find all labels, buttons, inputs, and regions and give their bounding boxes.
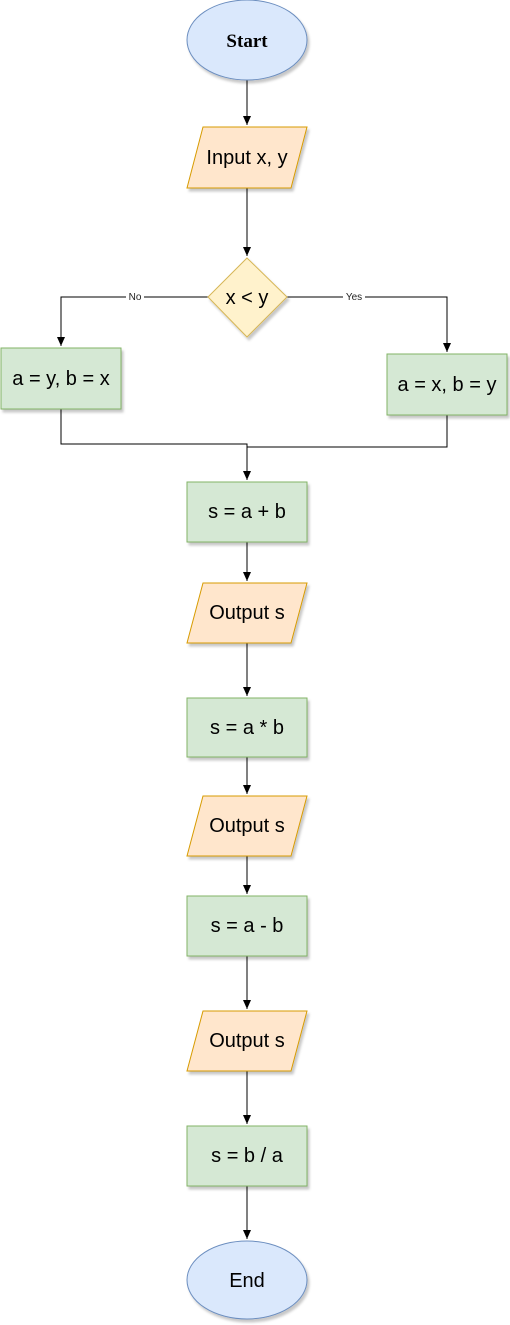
product-label: s = a * b — [210, 717, 284, 739]
output-difference-node[interactable]: Output s — [186, 1010, 308, 1072]
edge-label-yes: Yes — [343, 290, 365, 303]
start-label: Start — [226, 31, 268, 52]
edge-label-yes-text: Yes — [346, 292, 362, 303]
input-label: Input x, y — [206, 147, 287, 169]
branch-no-node[interactable]: a = y, b = x — [0, 347, 122, 410]
difference-label: s = a - b — [211, 915, 284, 937]
output-difference-label: Output s — [209, 1030, 285, 1052]
end-node[interactable]: End — [186, 1240, 308, 1320]
edge-decision-no — [57, 296, 208, 346]
decision-node[interactable]: x < y — [207, 257, 288, 338]
end-label: End — [229, 1270, 265, 1292]
quotient-label: s = b / a — [211, 1145, 284, 1167]
branch-yes-node[interactable]: a = x, b = y — [386, 353, 508, 416]
edge-yes-branch-merge — [247, 415, 448, 448]
output-sum-node[interactable]: Output s — [186, 582, 308, 644]
edge-label-no-text: No — [129, 292, 142, 303]
difference-node[interactable]: s = a - b — [186, 895, 308, 957]
sum-node[interactable]: s = a + b — [186, 481, 308, 543]
connectors — [57, 80, 451, 1239]
start-node[interactable]: Start — [186, 0, 308, 81]
output-product-label: Output s — [209, 815, 285, 837]
input-node[interactable]: Input x, y — [186, 126, 308, 189]
edge-decision-yes — [287, 296, 451, 352]
edge-no-branch-merge — [60, 409, 251, 480]
branch-no-label: a = y, b = x — [12, 368, 109, 390]
product-node[interactable]: s = a * b — [186, 697, 308, 758]
output-product-node[interactable]: Output s — [186, 795, 308, 857]
decision-label: x < y — [226, 287, 269, 309]
edge-label-no: No — [126, 290, 144, 303]
branch-yes-label: a = x, b = y — [398, 374, 497, 396]
sum-label: s = a + b — [208, 501, 286, 523]
quotient-node[interactable]: s = b / a — [186, 1125, 308, 1187]
output-sum-label: Output s — [209, 602, 285, 624]
